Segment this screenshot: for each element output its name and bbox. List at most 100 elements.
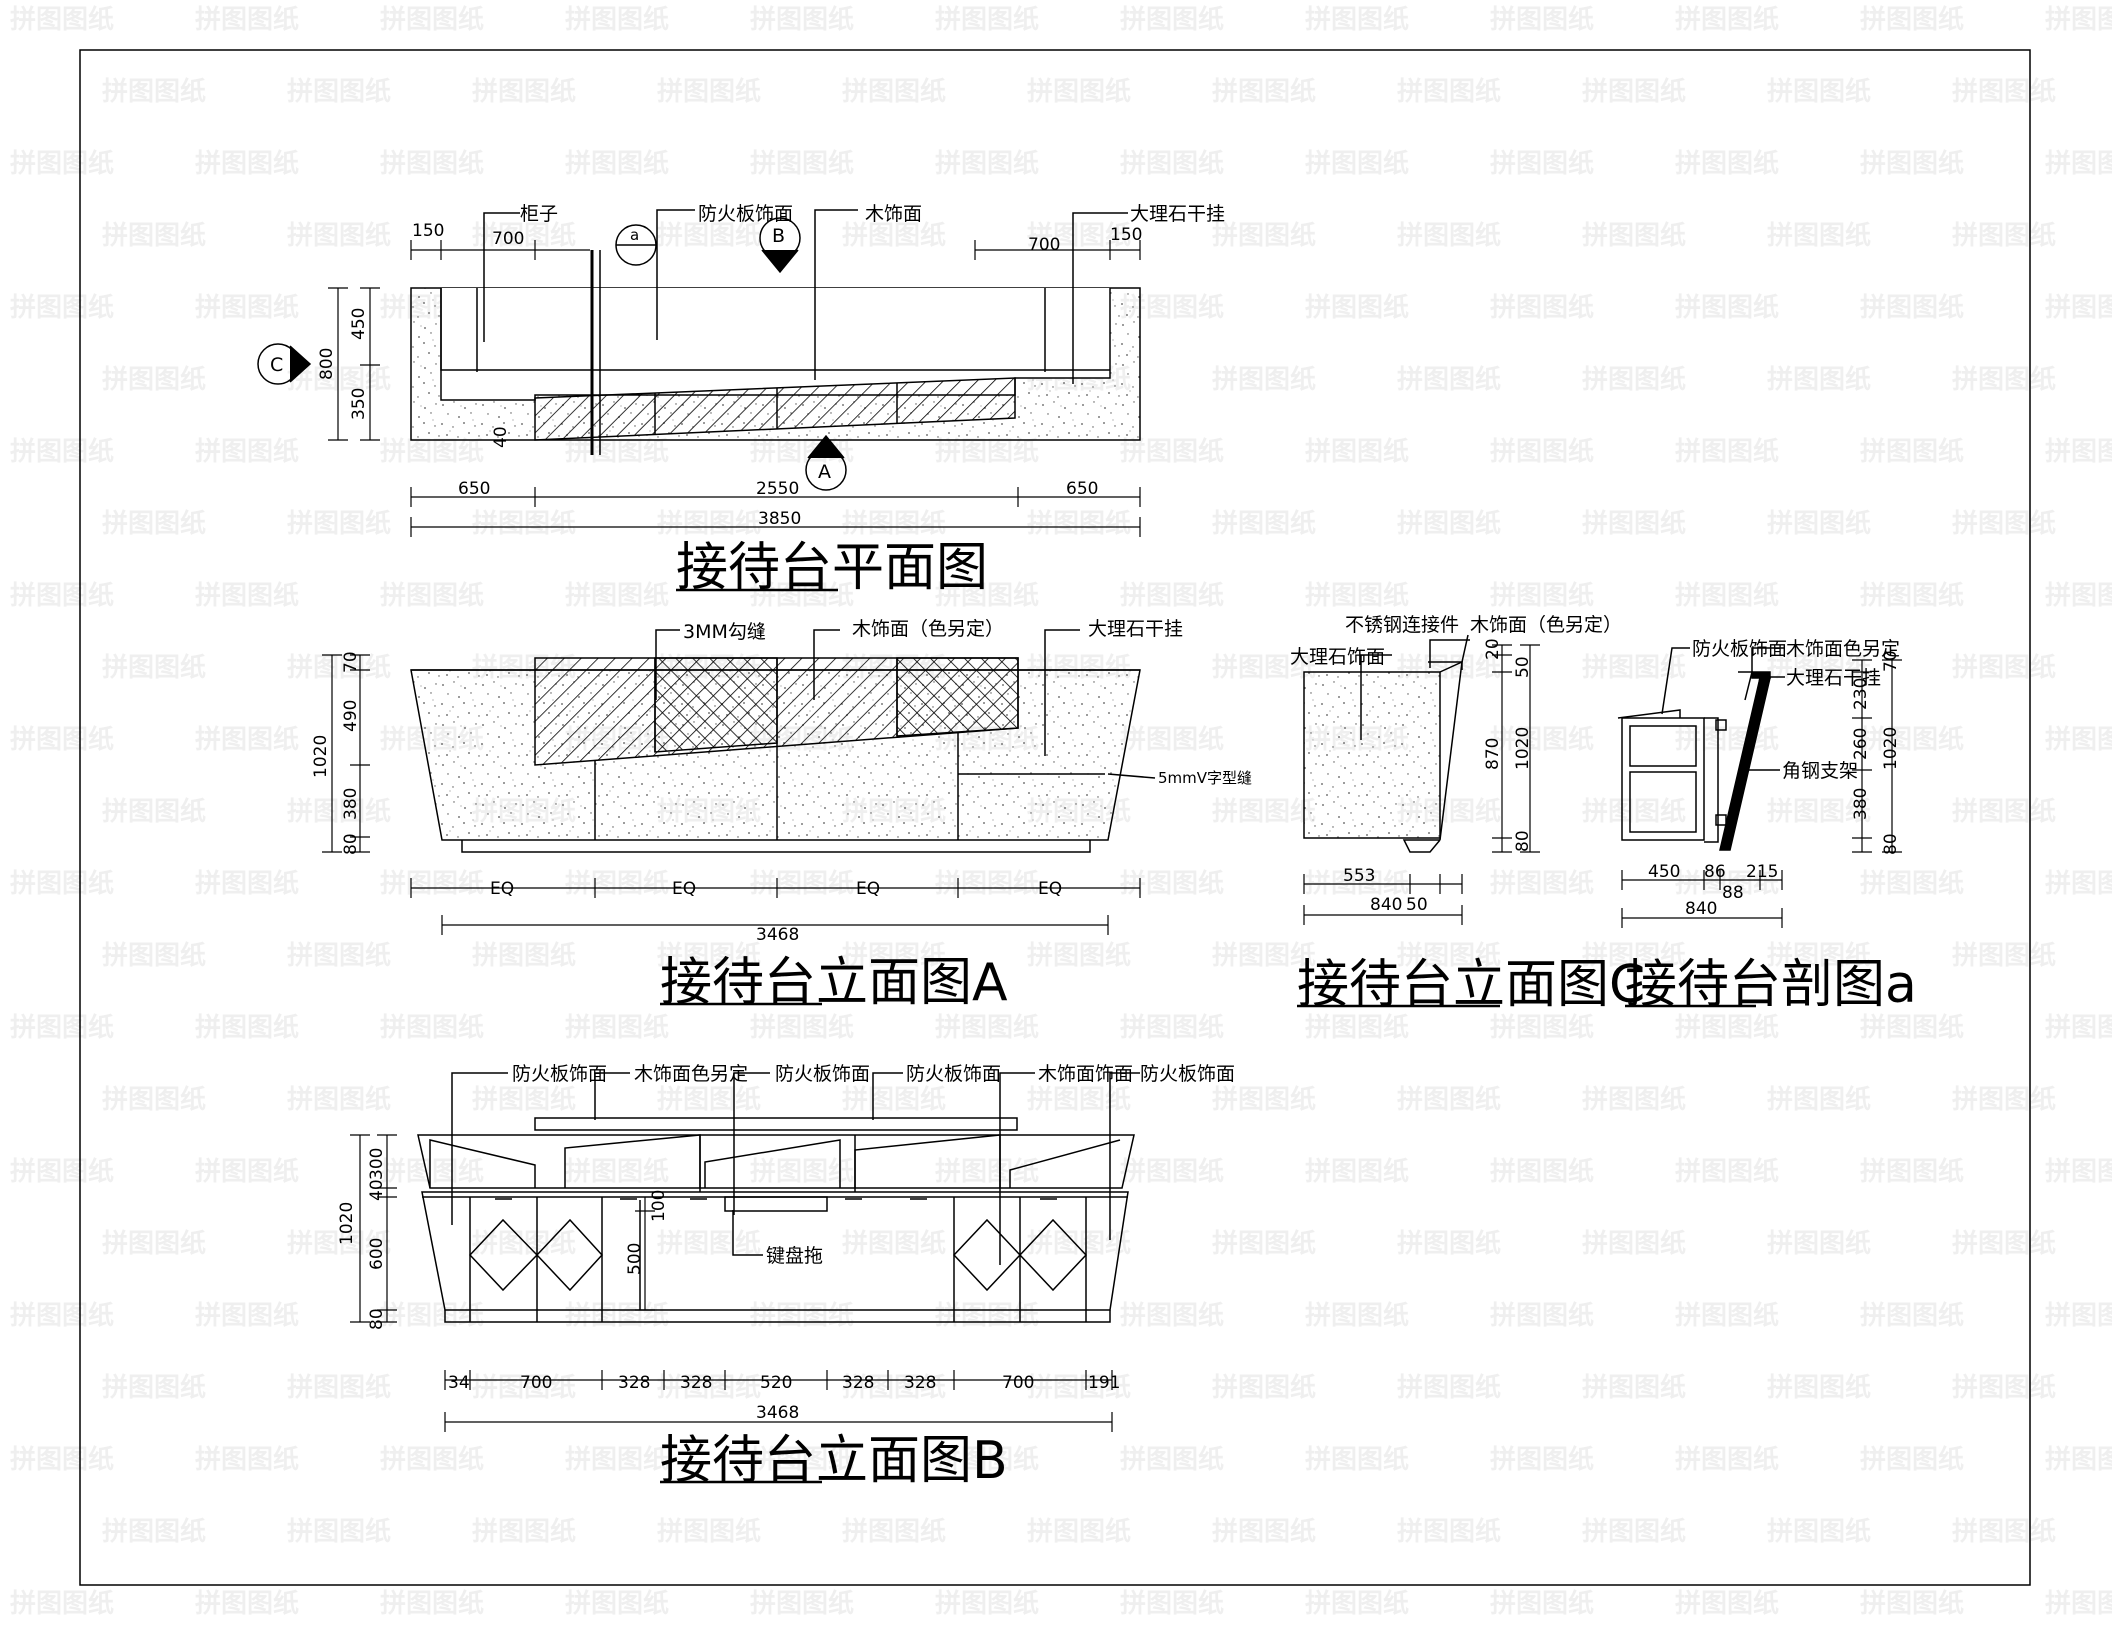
elev-b-dim-300: 300	[367, 1148, 387, 1180]
elev-b-keyboard-tray	[724, 1196, 828, 1212]
elev-a-dim-380: 380	[341, 788, 361, 820]
elev-a-label-marble: 大理石干挂	[1088, 618, 1183, 640]
plan-label-marble: 大理石干挂	[1130, 203, 1225, 225]
watermark-text: 拼图图纸	[1675, 868, 1779, 899]
elev-b-dim-700b: 700	[1002, 1373, 1034, 1393]
watermark-text: 拼图图纸	[1305, 1300, 1409, 1331]
watermark-text: 拼图图纸	[195, 292, 299, 323]
elev-c-dim-870: 870	[1483, 738, 1503, 770]
watermark-text: 拼图图纸	[195, 1588, 299, 1619]
view-tag-b: B	[772, 225, 785, 247]
watermark-text: 拼图图纸	[195, 436, 299, 467]
section-a-dim-88: 88	[1722, 883, 1744, 903]
sheet-border	[79, 49, 2031, 1586]
watermark-text: 拼图图纸	[1120, 1444, 1224, 1475]
elev-b-dim-520: 520	[760, 1373, 792, 1393]
watermark-text: 拼图图纸	[1675, 148, 1779, 179]
watermark-text: 拼图图纸	[657, 1084, 761, 1115]
plan-dim-left-350: 350	[349, 388, 369, 420]
elev-b-dim-80: 80	[367, 1308, 387, 1330]
watermark-text: 拼图图纸	[195, 1156, 299, 1187]
watermark-text: 拼图图纸	[1212, 1228, 1316, 1259]
elev-b-label-wood-1: 木饰面色另定	[634, 1063, 748, 1085]
watermark-text: 拼图图纸	[380, 148, 484, 179]
watermark-text: 拼图图纸	[10, 1156, 114, 1187]
watermark-text: 拼图图纸	[472, 220, 576, 251]
plan-dim-bottom-650-right: 650	[1066, 479, 1098, 499]
watermark-text: 拼图图纸	[565, 1444, 669, 1475]
watermark-text: 拼图图纸	[1212, 1516, 1316, 1547]
watermark-text: 拼图图纸	[1582, 364, 1686, 395]
watermark-text: 拼图图纸	[287, 76, 391, 107]
elev-b-label-fireproof-2: 防火板饰面	[775, 1063, 870, 1085]
section-a-dim-lines	[1621, 659, 1902, 928]
watermark-text: 拼图图纸	[102, 1084, 206, 1115]
watermark-text: 拼图图纸	[287, 508, 391, 539]
section-a-dim-215: 215	[1746, 862, 1778, 882]
watermark-text: 拼图图纸	[565, 436, 669, 467]
section-a-frame	[1704, 717, 1719, 843]
watermark-text: 拼图图纸	[1860, 724, 1964, 755]
watermark-text: 拼图图纸	[195, 1012, 299, 1043]
watermark-text: 拼图图纸	[1767, 1084, 1871, 1115]
watermark-text: 拼图图纸	[1767, 1372, 1871, 1403]
watermark-text: 拼图图纸	[1860, 4, 1964, 35]
watermark-text: 拼图图纸	[750, 868, 854, 899]
watermark-text: 拼图图纸	[1397, 940, 1501, 971]
watermark-text: 拼图图纸	[287, 220, 391, 251]
watermark-text: 拼图图纸	[1305, 1156, 1409, 1187]
watermark-text: 拼图图纸	[102, 76, 206, 107]
watermark-text: 拼图图纸	[1675, 4, 1779, 35]
elev-b-dim-1020: 1020	[337, 1202, 357, 1245]
watermark-text: 拼图图纸	[1397, 220, 1501, 251]
plan-dim-top-right-150: 150	[1110, 225, 1142, 245]
watermark-text: 拼图图纸	[472, 1228, 576, 1259]
watermark-text: 拼图图纸	[1860, 436, 1964, 467]
watermark-text: 拼图图纸	[1212, 940, 1316, 971]
watermark-text: 拼图图纸	[1120, 1300, 1224, 1331]
plan-tags	[257, 217, 847, 491]
plan-dim-top-left-700: 700	[492, 229, 524, 249]
elev-a-dim-eq-4: EQ	[1038, 879, 1062, 899]
watermark-text: 拼图图纸	[195, 868, 299, 899]
watermark-text: 拼图图纸	[287, 940, 391, 971]
watermark-text: 拼图图纸	[935, 1012, 1039, 1043]
watermark-text: 拼图图纸	[1860, 1588, 1964, 1619]
elev-c-label-wood: 木饰面（色另定）	[1470, 614, 1622, 636]
watermark-text: 拼图图纸	[750, 580, 854, 611]
watermark-text: 拼图图纸	[2045, 436, 2112, 467]
watermark-text: 拼图图纸	[935, 1156, 1039, 1187]
watermark-text: 拼图图纸	[1397, 1228, 1501, 1259]
watermark-text: 拼图图纸	[1397, 508, 1501, 539]
view-tag-a: A	[818, 461, 831, 483]
watermark-text: 拼图图纸	[842, 1228, 946, 1259]
watermark-text: 拼图图纸	[1952, 1372, 2056, 1403]
elev-c-dim-840: 840	[1370, 895, 1402, 915]
watermark-text: 拼图图纸	[287, 1084, 391, 1115]
watermark-text: 拼图图纸	[1582, 1516, 1686, 1547]
watermark-text: 拼图图纸	[102, 220, 206, 251]
section-a-dim-260: 260	[1851, 728, 1871, 760]
watermark-text: 拼图图纸	[1767, 364, 1871, 395]
watermark-text: 拼图图纸	[1952, 508, 2056, 539]
watermark-text: 拼图图纸	[842, 508, 946, 539]
watermark-text: 拼图图纸	[1952, 940, 2056, 971]
watermark-text: 拼图图纸	[1675, 436, 1779, 467]
watermark-text: 拼图图纸	[1212, 1372, 1316, 1403]
watermark-text: 拼图图纸	[1305, 4, 1409, 35]
section-a-marble	[1719, 677, 1771, 851]
watermark-text: 拼图图纸	[1305, 1588, 1409, 1619]
section-a-label-angle: 角钢支架	[1782, 760, 1858, 782]
watermark-text: 拼图图纸	[380, 4, 484, 35]
watermark-text: 拼图图纸	[2045, 868, 2112, 899]
elev-a-dim-70: 70	[341, 651, 361, 673]
watermark-text: 拼图图纸	[1027, 508, 1131, 539]
watermark-text: 拼图图纸	[195, 1444, 299, 1475]
watermark-text: 拼图图纸	[1860, 1300, 1964, 1331]
elev-b-dim-700a: 700	[520, 1373, 552, 1393]
watermark-text: 拼图图纸	[750, 1444, 854, 1475]
watermark-text: 拼图图纸	[565, 1300, 669, 1331]
elev-c-dim-553: 553	[1343, 866, 1375, 886]
watermark-text: 拼图图纸	[380, 1156, 484, 1187]
